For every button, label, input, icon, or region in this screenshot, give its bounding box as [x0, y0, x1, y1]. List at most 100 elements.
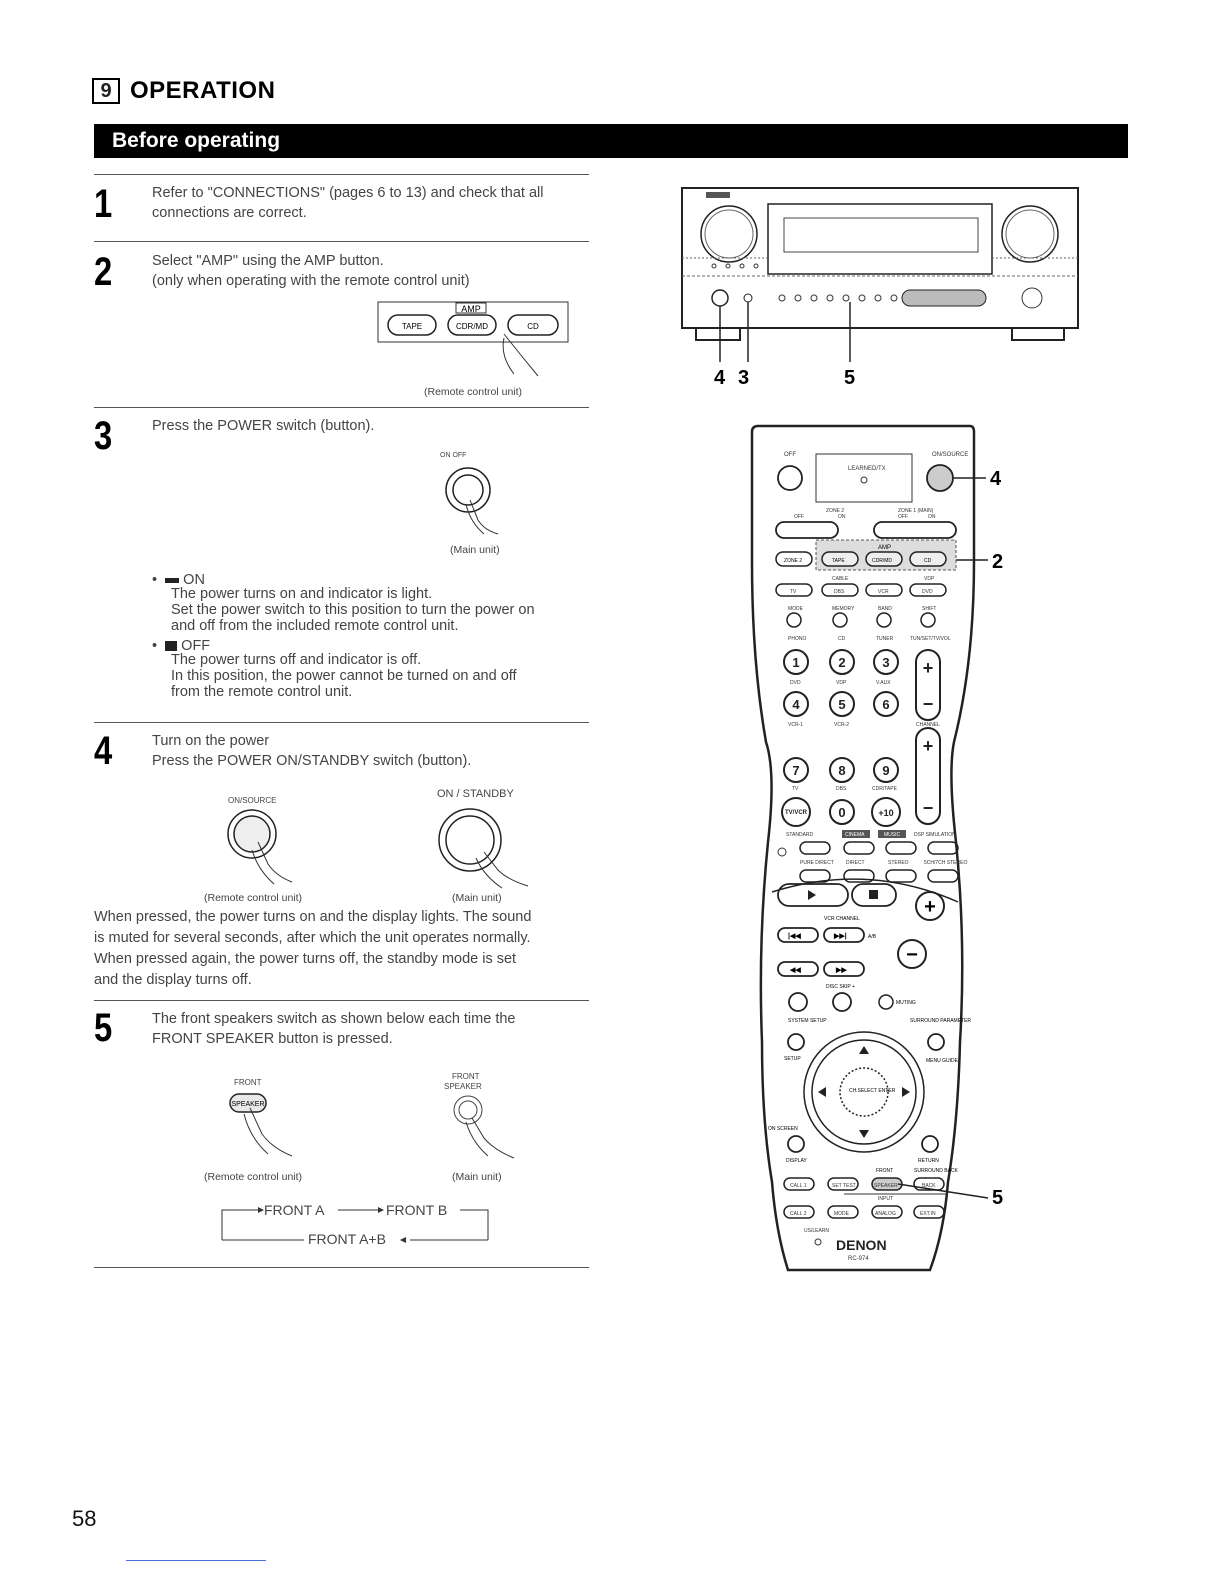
divider — [94, 722, 589, 723]
callout-5: 5 — [844, 367, 855, 386]
rm-zone2-btn: ZONE 2 — [784, 558, 802, 564]
rm-plus10: +10 — [878, 808, 893, 818]
rm-onscreen: ON SCREEN — [768, 1126, 798, 1132]
rm-model: RC-974 — [848, 1256, 869, 1262]
step-number: 1 — [94, 182, 113, 226]
rm-setup: SETUP — [784, 1056, 801, 1062]
rm-dvd2: DVD — [790, 680, 801, 686]
front-ab-label: FRONT A+B — [308, 1231, 386, 1247]
figure-caption: (Remote control unit) — [204, 892, 303, 904]
body-line: and the display turns off. — [94, 972, 252, 988]
rm-ch-minus: − — [923, 798, 934, 818]
rm-zone1: ZONE 1 (MAIN) — [898, 508, 934, 514]
step-number: 2 — [94, 250, 113, 294]
rm-cd: CD — [924, 558, 932, 564]
rm-vdp: VDP — [924, 576, 935, 582]
rm-channel: CHANNEL — [916, 722, 940, 728]
rm-back: BACK — [922, 1183, 936, 1189]
rm-off2: OFF — [794, 514, 804, 520]
rm-vcr1: VCR-1 — [788, 722, 803, 728]
rm-uslearn: US/LEARN — [804, 1228, 829, 1234]
rm-speaker: SPEAKER — [874, 1183, 898, 1189]
rm-vcr2: VCR-2 — [834, 722, 849, 728]
step-text: (only when operating with the remote con… — [152, 273, 470, 289]
speaker-button-label: SPEAKER — [231, 1101, 264, 1108]
rm-on2: ON — [838, 514, 846, 520]
rm-on3: ON — [928, 514, 936, 520]
amp-label: AMP — [461, 304, 481, 314]
figure-caption: (Remote control unit) — [424, 386, 523, 398]
figure-caption: (Main unit) — [452, 892, 502, 904]
rm-menu: MENU GUIDE — [926, 1058, 959, 1064]
receiver-front-panel-figure: 4 3 5 — [681, 187, 1079, 386]
cd-button-label: CD — [527, 322, 539, 331]
rm-tvvol: TUN/SET/TV/VOL — [910, 636, 951, 642]
section-heading: 9 OPERATION — [92, 76, 275, 106]
step-number: 4 — [94, 729, 113, 773]
rm-surround: SURROUND PARAMETER — [910, 1018, 971, 1024]
bullet-off-head: • OFF — [152, 638, 211, 654]
rm-zone2: ZONE 2 — [826, 508, 844, 514]
divider — [94, 241, 589, 242]
divider — [94, 1000, 589, 1001]
rm-display: DISPLAY — [786, 1158, 807, 1164]
step-text: Select "AMP" using the AMP button. — [152, 253, 384, 269]
rm-direct: DIRECT — [846, 860, 865, 866]
rm-ch-plus: + — [923, 736, 934, 756]
rm-off3: OFF — [898, 514, 908, 520]
figure-caption: (Main unit) — [450, 544, 500, 556]
divider — [94, 1267, 589, 1268]
rm-callout-4: 4 — [990, 468, 1002, 490]
step-text: Press the POWER ON/STANDBY switch (butto… — [152, 753, 472, 769]
rm-surroundback: SURROUND BACK — [914, 1168, 959, 1174]
rm-big-minus: − — [906, 944, 918, 966]
rm-system: SYSTEM SETUP — [788, 1018, 827, 1024]
bullet-on-line: The power turns on and indicator is ligh… — [171, 586, 433, 602]
rm-big-plus: + — [924, 896, 936, 918]
body-line: When pressed, the power turns on and the… — [94, 909, 532, 925]
rm-tuner: TUNER — [876, 636, 894, 642]
main-speaker-figure — [453, 1095, 515, 1159]
rm-dsp: DSP SIMULATION — [914, 832, 956, 838]
rm-prev: |◀◀ — [788, 933, 801, 940]
rm-ab: A/B — [868, 934, 877, 940]
rm-callout-2: 2 — [992, 551, 1003, 573]
rm-front: FRONT — [876, 1168, 893, 1174]
on-standby-label: ON / STANDBY — [437, 788, 514, 800]
bullet-off-label: OFF — [181, 638, 211, 654]
rm-brand: DENON — [836, 1237, 887, 1253]
rm-mode: MODE — [788, 606, 804, 612]
section-number: 9 — [92, 78, 120, 104]
rm-call1: CALL 1 — [790, 1183, 807, 1189]
front-a-label: FRONT A — [264, 1202, 325, 1218]
bullet-on-label: ON — [183, 572, 205, 588]
rm-input: INPUT — [878, 1196, 893, 1202]
tape-button-label: TAPE — [402, 322, 422, 331]
bullet-off-line: The power turns off and indicator is off… — [171, 652, 422, 668]
rm-num-4: 4 — [792, 697, 800, 712]
rm-tv: TV — [790, 589, 797, 595]
rm-analog: ANALOG — [875, 1211, 896, 1217]
rm-cdrtape: CDR/TAPE — [872, 786, 898, 792]
front-b-label: FRONT B — [386, 1202, 447, 1218]
rm-cinema: CINEMA — [845, 832, 865, 838]
rm-num-6: 6 — [882, 697, 889, 712]
main-power-figure — [445, 467, 499, 535]
rm-cdrmd: CDR/MD — [872, 558, 892, 564]
rm-next: ▶▶| — [833, 933, 847, 940]
rm-phono: PHONO — [788, 636, 806, 642]
rm-tv2: TV — [792, 786, 799, 792]
rm-shift: SHIFT — [922, 606, 936, 612]
rm-num-7: 7 — [792, 763, 799, 778]
rm-vol-plus: + — [923, 658, 934, 678]
main-on-standby-figure — [438, 808, 529, 889]
rm-on-source: ON/SOURCE — [932, 452, 968, 458]
callout-4: 4 — [714, 367, 726, 386]
rm-call2: CALL 2 — [790, 1211, 807, 1217]
rm-num-3: 3 — [882, 655, 889, 670]
bullet-on-line: Set the power switch to this position to… — [171, 602, 535, 618]
step-text: FRONT SPEAKER button is pressed. — [152, 1031, 393, 1047]
banner-title: Before operating — [94, 124, 1128, 158]
rm-dbs: DBS — [834, 589, 845, 595]
rm-band: BAND — [878, 606, 892, 612]
